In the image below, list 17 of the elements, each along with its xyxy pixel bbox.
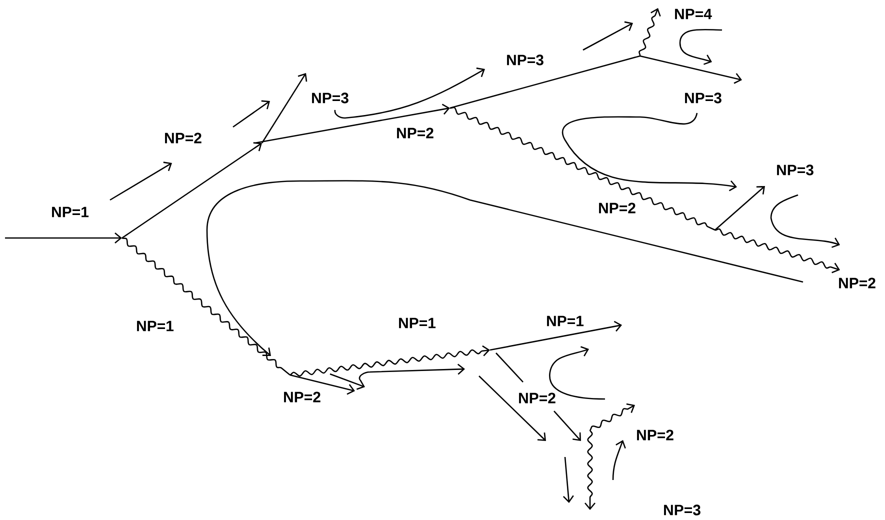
np-label: NP=1 [137, 320, 174, 332]
np-label: NP=2 [839, 278, 876, 288]
np-label: NP=3 [507, 54, 544, 66]
np-label: NP=3 [664, 504, 700, 516]
np-label: NP=1 [547, 316, 584, 326]
np-label: NP=2 [397, 128, 434, 138]
np-label: NP=3 [312, 92, 348, 104]
np-label: NP=2 [165, 132, 202, 144]
np-label: NP=4 [675, 8, 712, 20]
np-label: NP=2 [519, 392, 556, 404]
np-label: NP=2 [599, 202, 636, 214]
np-label: NP=3 [777, 164, 814, 176]
np-label: NP=1 [399, 318, 436, 328]
np-label: NP=1 [52, 206, 89, 218]
np-label: NP=2 [637, 430, 674, 440]
np-label: NP=2 [284, 392, 320, 402]
np-label: NP=3 [685, 92, 722, 104]
